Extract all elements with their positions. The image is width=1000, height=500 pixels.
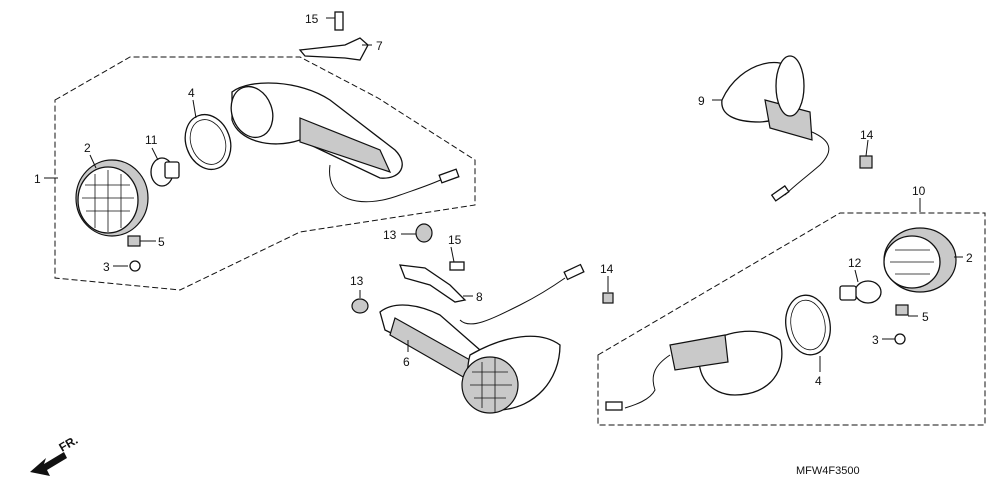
callout-13: 13 [383,228,397,242]
diagram-code: MFW4F3500 [796,465,860,477]
callout-9: 9 [698,94,705,108]
callout-labels: 1 2 2 3 3 4 4 5 5 6 7 8 9 10 11 12 13 13… [34,12,973,388]
callout-15: 15 [305,12,319,26]
lens-left [75,159,149,237]
callout-1: 1 [34,172,41,186]
callout-13: 13 [350,274,364,288]
assembly-1-boundary [54,56,476,291]
grommet-13-lower [351,298,369,314]
bracket-7 [298,37,369,61]
housing-9 [721,55,813,141]
bulb-12 [839,280,882,304]
callout-11: 11 [145,133,158,147]
lens-right [883,227,957,293]
callout-7: 7 [376,39,383,53]
housing-10 [669,330,783,396]
front-arrow-icon [30,452,67,476]
callout-3: 3 [103,260,110,274]
bolt-15-upper [334,11,344,31]
callout-2: 2 [966,251,973,265]
wire-middle [459,277,566,325]
assembly-10-boundary [597,212,986,426]
screw-3-left [129,260,141,272]
callout-5: 5 [922,310,929,324]
callout-15: 15 [448,233,462,247]
front-direction-indicator: FR. [30,433,80,476]
housing-lower [379,304,561,414]
wire-10 [624,354,671,409]
front-label: FR. [57,433,81,455]
callout-5: 5 [158,235,165,249]
callout-14: 14 [600,262,614,276]
bulb-11 [150,157,180,187]
callout-2: 2 [84,141,91,155]
bracket-8 [399,264,467,303]
nut-5-left [127,235,141,247]
grommet-14-lower [602,292,614,304]
callout-3: 3 [872,333,879,347]
wire-left [329,164,446,203]
gasket-left [184,113,232,171]
wire-9 [784,131,830,196]
grommet-13-upper [415,223,433,243]
housing-upper [230,82,403,179]
nut-5-right [895,304,909,316]
screw-3-right [894,333,906,345]
callout-4: 4 [815,374,822,388]
callout-12: 12 [848,256,862,270]
leader-lines [44,17,963,372]
callout-8: 8 [476,290,483,304]
callout-4: 4 [188,86,195,100]
bolt-15-lower [449,261,465,271]
gasket-right [785,294,831,356]
grommet-14-upper [859,155,873,169]
callout-10: 10 [912,184,926,198]
callout-14: 14 [860,128,874,142]
callout-6: 6 [403,355,410,369]
